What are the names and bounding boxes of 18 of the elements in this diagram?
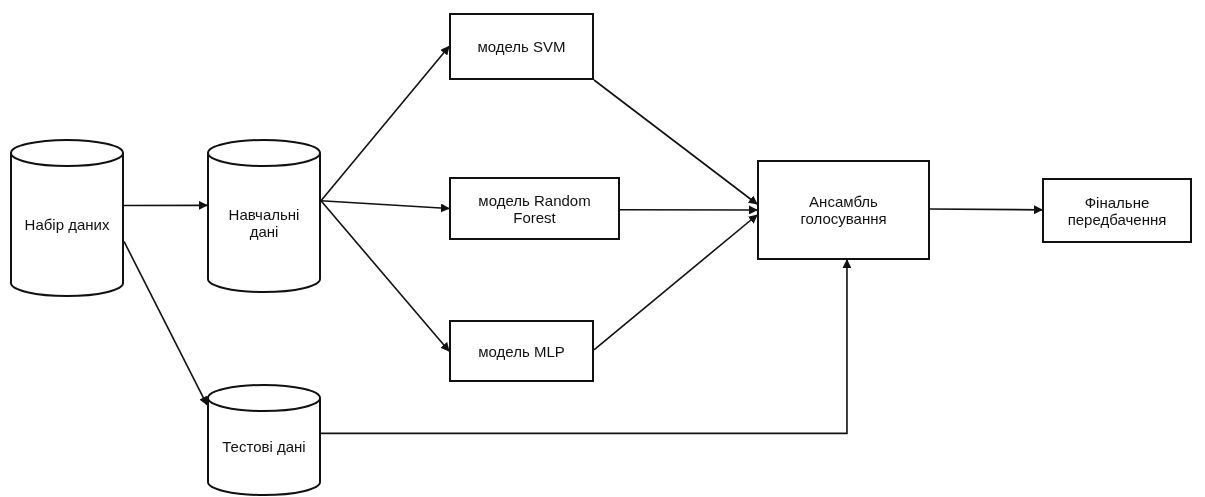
arrow [593,214,758,351]
arrow [593,79,758,205]
arrow [320,259,852,435]
arrow [123,200,208,210]
database-cylinder: Тестові дані [207,385,321,495]
process-box: модель MLP [449,320,594,382]
process-box: модель Random Forest [449,177,620,240]
database-cylinder: Навчальні дані [207,140,321,292]
process-box: модель SVM [449,13,594,80]
process-box: Фінальне передбачення [1042,178,1192,243]
database-cylinder: Набір даних [10,140,124,296]
process-box: Ансамбль голосування [757,160,930,260]
arrow [619,205,758,215]
arrow [320,200,450,352]
arrow [320,45,450,202]
arrow [123,240,208,406]
arrow [929,205,1043,215]
arrow [320,200,450,213]
